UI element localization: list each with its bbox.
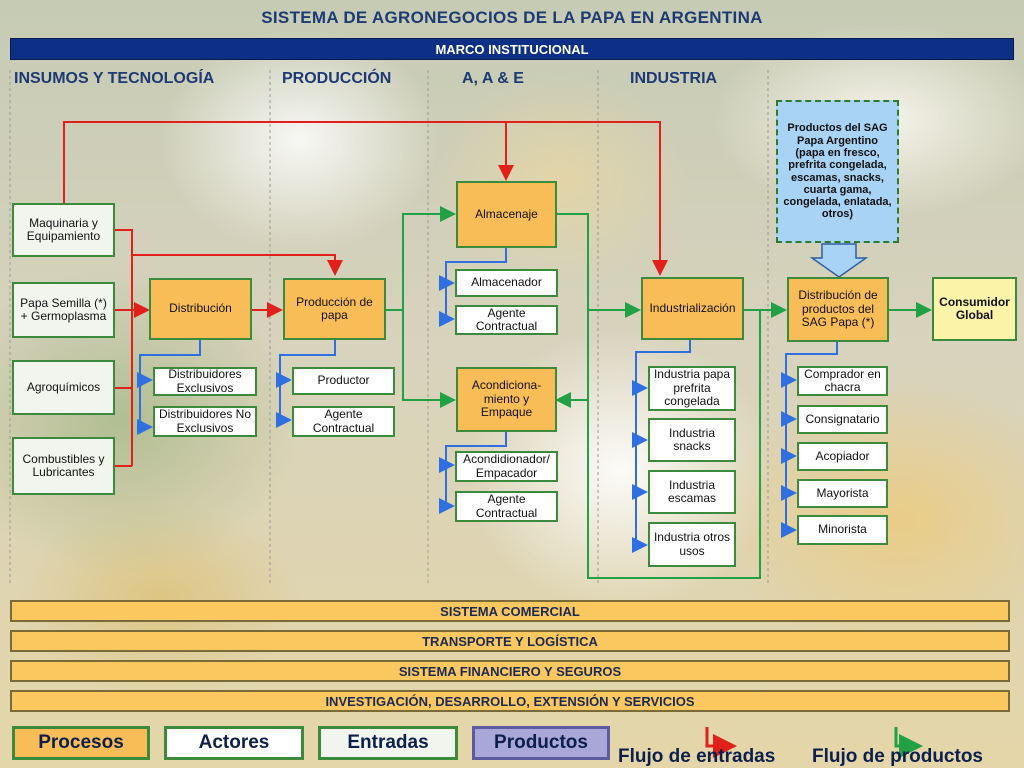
actor-acondicionador: Acondidionador/ Empacador — [455, 451, 558, 482]
actor-minorista: Minorista — [797, 515, 888, 545]
stage-insumos-label: INSUMOS Y TECNOLOGÍA — [14, 70, 215, 87]
products-sag-papa-box: Productos del SAG Papa Argentino (papa e… — [776, 100, 899, 243]
actor-link-lines — [137, 248, 838, 553]
actor-productor: Productor — [292, 367, 395, 395]
process-distribucion: Distribución — [149, 278, 252, 340]
input-combustibles: Combustibles y Lubricantes — [12, 437, 115, 495]
actor-almacenador: Almacenador — [455, 269, 558, 297]
actor-comprador-en-chacra: Comprador en chacra — [797, 366, 888, 396]
legend-product-flow-icon — [894, 727, 923, 758]
actor-distribuidores-no-exclusivos: Distribuidores No Exclusivos — [153, 406, 257, 437]
legend-procesos: Procesos — [12, 726, 150, 760]
process-acondicionamiento: Acondiciona-miento y Empaque — [456, 367, 557, 432]
process-industrializacion: Industrialización — [641, 277, 744, 340]
legend-actores: Actores — [164, 726, 304, 760]
actor-distribuidores-exclusivos: Distribuidores Exclusivos — [153, 367, 257, 396]
page-title: SISTEMA DE AGRONEGOCIOS DE LA PAPA EN AR… — [261, 8, 763, 27]
actor-acopiador: Acopiador — [797, 442, 888, 471]
legend-productos: Productos — [472, 726, 610, 760]
legend-entradas: Entradas — [318, 726, 458, 760]
actor-agente-contractual-acondicionamiento: Agente Contractual — [455, 491, 558, 522]
bar-sistema-comercial: SISTEMA COMERCIAL — [10, 600, 1010, 622]
stage-produccion-label: PRODUCCIÓN — [282, 70, 392, 87]
legend-input-flow-icon — [705, 727, 737, 758]
actor-consignatario: Consignatario — [797, 405, 888, 434]
actor-industria-escamas: Industria escamas — [648, 470, 736, 514]
stage-aae-label: A, A & E — [462, 70, 524, 87]
actor-industria-otros: Industria otros usos — [648, 522, 736, 567]
actor-industria-snacks: Industria snacks — [648, 418, 736, 462]
legend-flujo-productos: Flujo de productos — [812, 746, 983, 767]
legend-flujo-entradas: Flujo de entradas — [618, 746, 776, 767]
product-flow-lines — [385, 206, 932, 579]
marco-institucional-banner: MARCO INSTITUCIONAL — [10, 38, 1014, 60]
input-agroquimicos: Agroquímicos — [12, 360, 115, 415]
input-papa-semilla: Papa Semilla (*) + Germoplasma — [12, 282, 115, 338]
products-down-arrow — [809, 243, 869, 278]
actor-mayorista: Mayorista — [797, 479, 888, 508]
actor-industria-prefrita: Industria papa prefrita congelada — [648, 366, 736, 411]
input-flow-lines — [63, 121, 668, 467]
stage-separators — [9, 70, 769, 585]
bar-transporte-logistica: TRANSPORTE Y LOGÍSTICA — [10, 630, 1010, 652]
process-almacenaje: Almacenaje — [456, 181, 557, 248]
bar-sistema-financiero: SISTEMA FINANCIERO Y SEGUROS — [10, 660, 1010, 682]
process-produccion: Producción de papa — [283, 278, 386, 340]
bar-investigacion: INVESTIGACIÓN, DESARROLLO, EXTENSIÓN Y S… — [10, 690, 1010, 712]
stage-industria-label: INDUSTRIA — [630, 70, 718, 87]
input-maquinaria: Maquinaria y Equipamiento — [12, 203, 115, 257]
actor-agente-contractual-produccion: Agente Contractual — [292, 406, 395, 437]
consumidor-global: Consumidor Global — [932, 277, 1017, 341]
actor-agente-contractual-almacenaje: Agente Contractual — [455, 305, 558, 335]
process-distribucion-productos: Distribución de productos del SAG Papa (… — [787, 277, 889, 342]
